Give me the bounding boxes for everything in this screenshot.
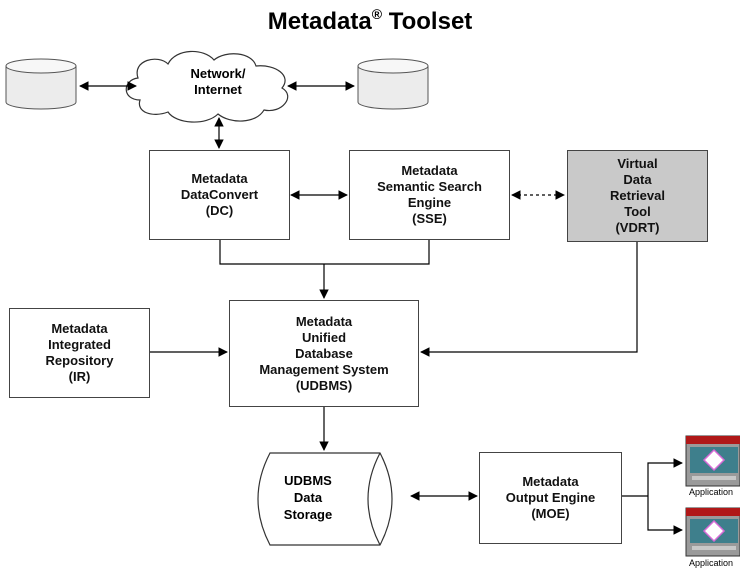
moe-label: Metadata Output Engine (MOE) [505,474,596,521]
arrow-moe-app1 [647,458,683,496]
sse-label: Metadata Semantic Search Engine (SSE) [377,163,482,226]
vdrt-node: Virtual Data Retrieval Tool (VDRT) [567,150,708,242]
dc-node: Metadata DataConvert (DC) [149,150,290,240]
application-icon-2 [685,507,740,557]
ir-label: Metadata Integrated Repository (IR) [45,321,114,384]
application-label-2: Application [689,558,734,568]
dc-label: Metadata DataConvert (DC) [180,171,259,218]
application-label-1: Application [689,487,734,497]
storage-drum-shape [257,452,393,546]
diagram-title: Metadata® Toolset [267,6,473,35]
udbms-label: Metadata Unified Database Management Sys… [259,313,389,393]
arrow-moe-app2 [647,496,683,535]
ir-node: Metadata Integrated Repository (IR) [9,308,150,398]
moe-node: Metadata Output Engine (MOE) [479,452,622,544]
arrow-vdrt-udbms [420,242,638,357]
storage-label: UDBMS Data Storage [283,473,333,522]
udbms-node: Metadata Unified Database Management Sys… [229,300,419,407]
left-database-icon [5,58,77,110]
connector-dc-sse-merge [219,240,430,265]
network-internet-label: Network/ Internet [190,66,246,97]
application-icon-1 [685,435,740,487]
right-database-icon [357,58,429,110]
network-cloud-shape [125,50,289,123]
vdrt-label: Virtual Data Retrieval Tool (VDRT) [610,156,665,235]
sse-node: Metadata Semantic Search Engine (SSE) [349,150,510,240]
